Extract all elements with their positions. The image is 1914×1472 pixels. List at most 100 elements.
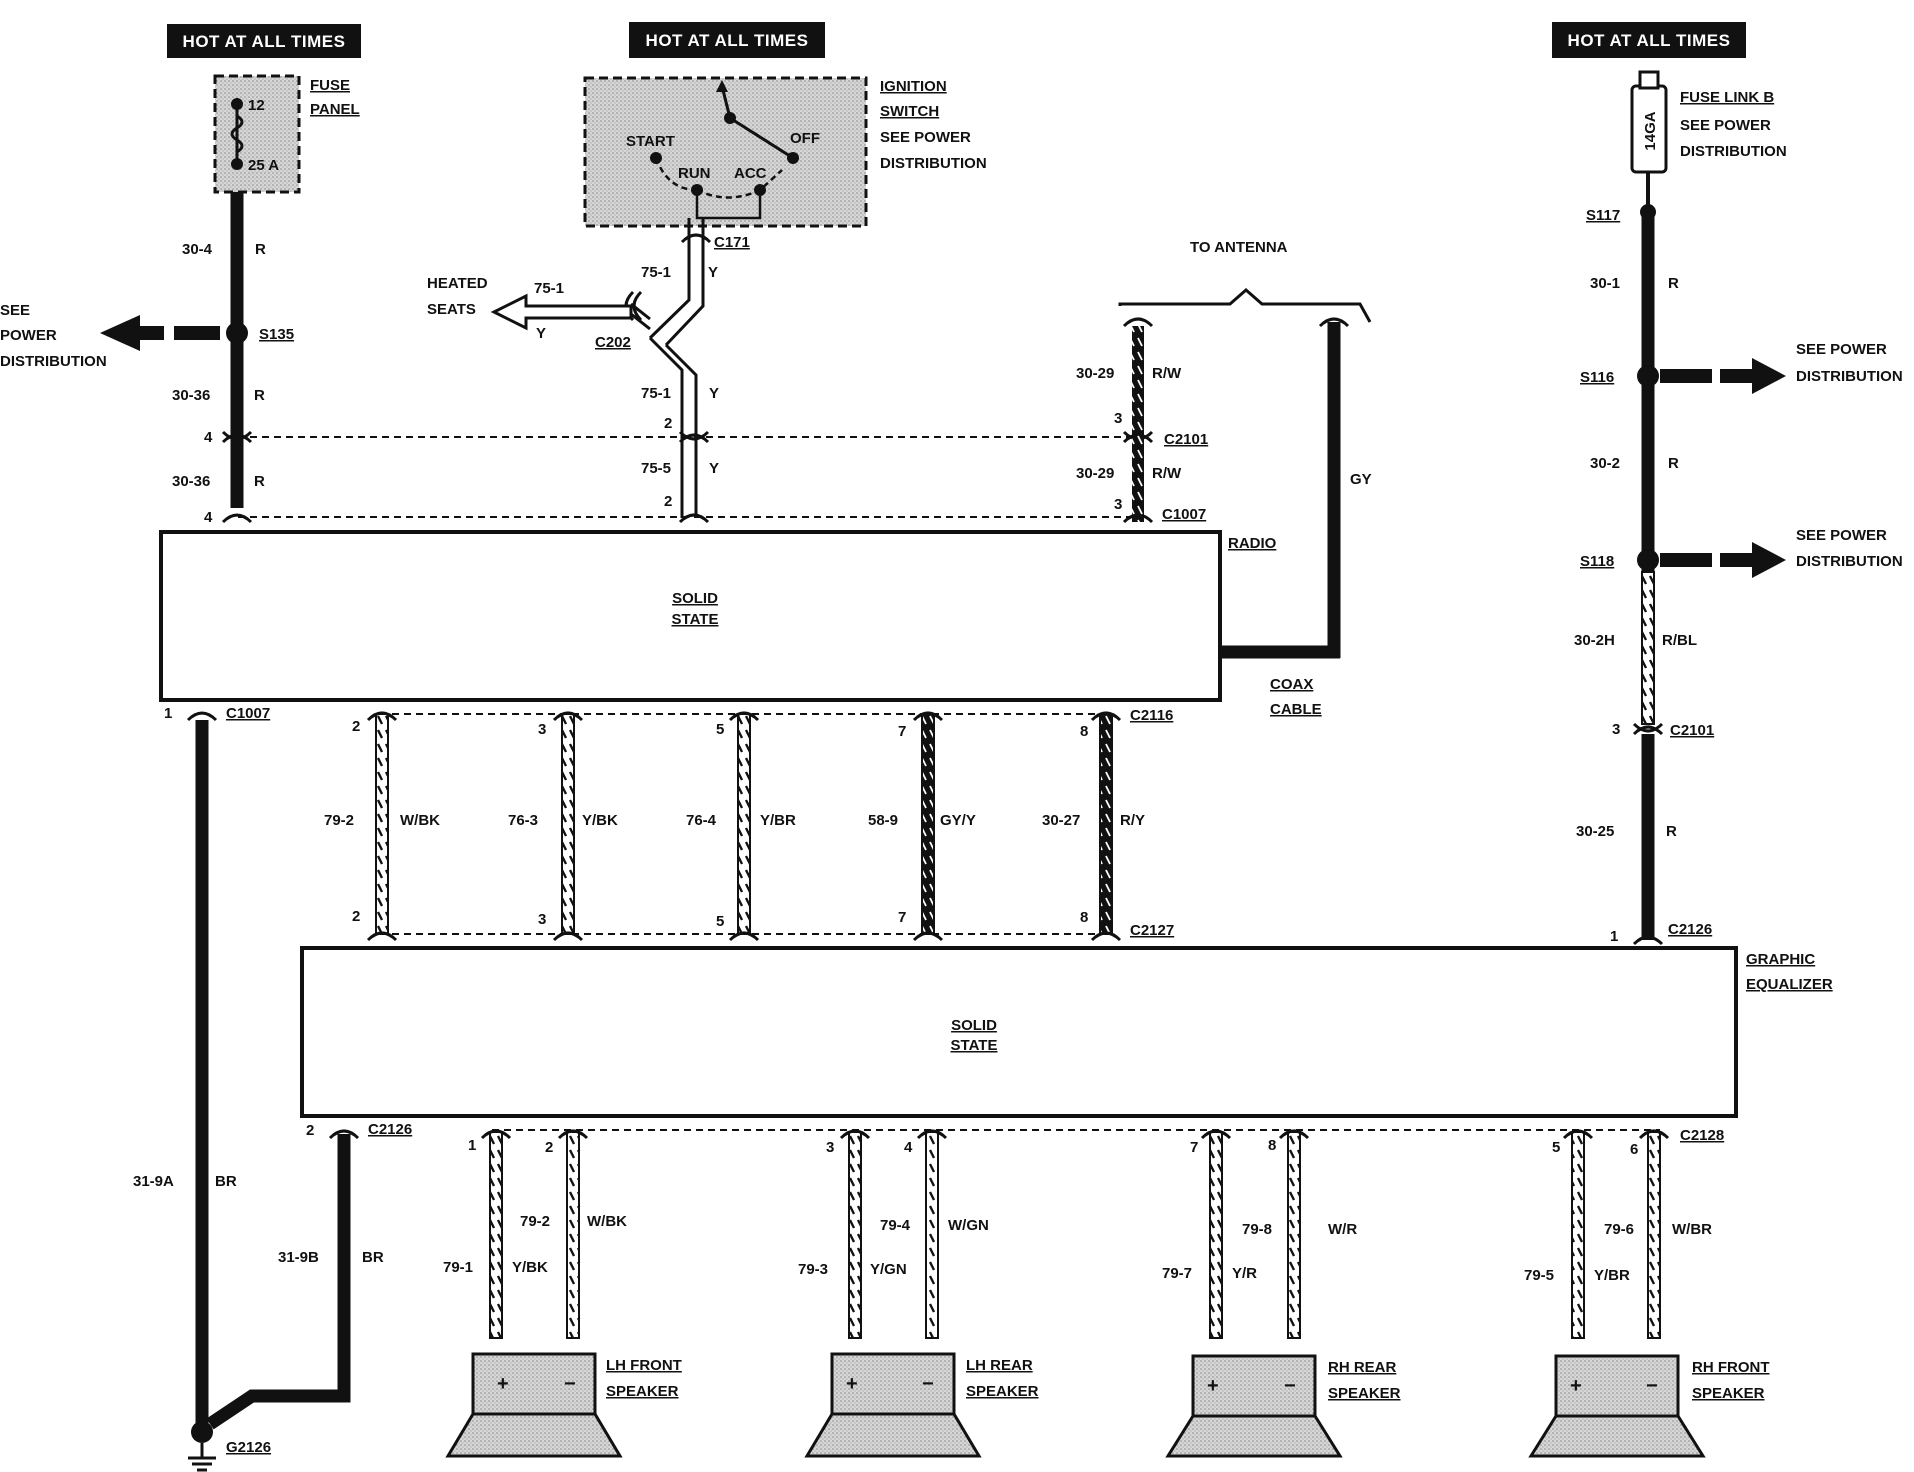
svg-text:SPEAKER: SPEAKER [1692,1385,1765,1402]
svg-text:C171: C171 [714,234,750,251]
svg-text:2: 2 [545,1139,553,1156]
svg-text:SEE POWER: SEE POWER [1796,341,1887,358]
svg-text:W/BR: W/BR [1672,1221,1712,1238]
equalizer-label: GRAPHIC [1746,951,1815,968]
svg-text:SEE POWER: SEE POWER [880,129,971,146]
svg-text:SEE POWER: SEE POWER [1680,117,1771,134]
svg-text:R: R [1668,455,1679,472]
svg-text:8: 8 [1080,723,1088,740]
ignition-switch: START RUN ACC OFF IGNITION SWITCH SEE PO… [583,76,987,228]
svg-text:+: + [1207,1375,1219,1397]
svg-text:+: + [497,1373,509,1395]
svg-text:8: 8 [1268,1137,1276,1154]
svg-text:79-4: 79-4 [880,1217,911,1234]
splice-s135 [226,322,248,344]
antenna-bracket [1118,288,1372,323]
svg-text:4: 4 [904,1139,913,1156]
hot-label-ignition: HOT AT ALL TIMES [629,22,825,58]
svg-text:Y: Y [709,460,719,477]
svg-text:COAX: COAX [1270,676,1313,693]
splice-s116 [1637,365,1659,387]
svg-text:+: + [1570,1375,1582,1397]
svg-text:7: 7 [1190,1139,1198,1156]
svg-text:76-4: 76-4 [686,812,717,829]
svg-text:SPEAKER: SPEAKER [966,1383,1039,1400]
fuse-panel: 12 25 A FUSE PANEL [213,74,360,194]
svg-text:DISTRIBUTION: DISTRIBUTION [880,155,987,172]
svg-text:Y: Y [709,385,719,402]
svg-text:−: − [1646,1375,1658,1397]
speaker-lh-rear: + − [804,1352,982,1458]
svg-text:4: 4 [204,509,213,526]
svg-text:79-2: 79-2 [520,1213,550,1230]
wire-label: 30-4 [182,241,213,258]
svg-text:W/BK: W/BK [400,812,440,829]
svg-text:2: 2 [352,908,360,925]
svg-text:OFF: OFF [790,130,820,147]
svg-text:CABLE: CABLE [1270,701,1322,718]
svg-text:C1007: C1007 [226,705,270,722]
svg-text:3: 3 [826,1139,834,1156]
svg-text:S117: S117 [1586,207,1620,224]
svg-text:C202: C202 [595,334,631,351]
svg-text:C2126: C2126 [368,1121,412,1138]
svg-text:Y/BR: Y/BR [1594,1267,1630,1284]
svg-text:Y: Y [708,264,718,281]
radio-label: RADIO [1228,535,1277,552]
svg-text:HOT AT ALL TIMES: HOT AT ALL TIMES [646,31,809,50]
svg-text:R/Y: R/Y [1120,812,1145,829]
arrow-right-icon [1720,358,1786,394]
wire-75-1 [630,218,705,518]
svg-text:HOT AT ALL TIMES: HOT AT ALL TIMES [183,32,346,51]
svg-text:5: 5 [1552,1139,1560,1156]
svg-text:R: R [1666,823,1677,840]
svg-text:31-9B: 31-9B [278,1249,319,1266]
svg-text:R: R [254,473,265,490]
svg-text:79-3: 79-3 [798,1261,828,1278]
svg-text:SOLID: SOLID [672,590,718,607]
svg-text:3: 3 [538,911,546,928]
svg-text:−: − [1284,1375,1296,1397]
svg-text:2: 2 [352,718,360,735]
see-power-label: SEE [0,302,30,319]
svg-text:76-3: 76-3 [508,812,538,829]
svg-text:79-6: 79-6 [1604,1221,1634,1238]
wire-30-27-ry [1090,711,1122,942]
svg-text:30-29: 30-29 [1076,465,1114,482]
wire-30-29 [1132,326,1144,522]
svg-text:Y/BR: Y/BR [760,812,796,829]
svg-text:W/BK: W/BK [587,1213,627,1230]
svg-text:SEE POWER: SEE POWER [1796,527,1887,544]
svg-text:5: 5 [716,721,724,738]
wire-58-9-gyy [912,711,944,942]
svg-text:7: 7 [898,909,906,926]
svg-text:DISTRIBUTION: DISTRIBUTION [1796,553,1903,570]
svg-text:7: 7 [898,723,906,740]
svg-text:RUN: RUN [678,165,711,182]
svg-text:SPEAKER: SPEAKER [1328,1385,1401,1402]
speaker-label: LH REAR [966,1357,1033,1374]
svg-text:SWITCH: SWITCH [880,103,939,120]
svg-text:30-2: 30-2 [1590,455,1620,472]
svg-text:3: 3 [538,721,546,738]
svg-text:Y/BK: Y/BK [512,1259,548,1276]
svg-text:30-36: 30-36 [172,387,210,404]
svg-text:HEATED: HEATED [427,275,488,292]
svg-text:DISTRIBUTION: DISTRIBUTION [1680,143,1787,160]
svg-text:8: 8 [1080,909,1088,926]
svg-text:3: 3 [1612,721,1620,738]
svg-text:30-2H: 30-2H [1574,632,1615,649]
speaker-rh-front: + − [1528,1354,1706,1458]
svg-text:FUSE: FUSE [310,77,350,94]
svg-text:Y/GN: Y/GN [870,1261,907,1278]
radio-unit [159,530,1222,702]
arrow-heated-seats-icon [490,293,633,331]
svg-text:SPEAKER: SPEAKER [606,1383,679,1400]
hot-label-fuse: HOT AT ALL TIMES [167,24,361,58]
svg-text:IGNITION: IGNITION [880,78,947,95]
svg-text:−: − [564,1373,576,1395]
svg-text:2: 2 [664,415,672,432]
svg-text:3: 3 [1114,496,1122,513]
svg-text:58-9: 58-9 [868,812,898,829]
